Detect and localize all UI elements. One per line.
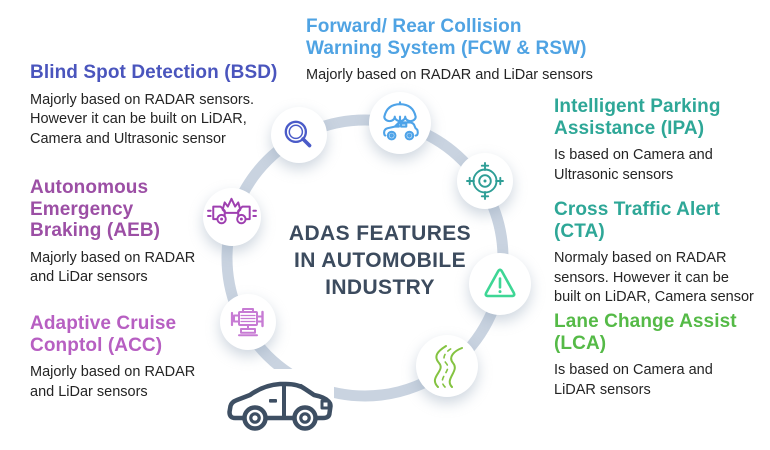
winding-road-icon [433,345,463,388]
car-collision-icon [207,197,257,225]
feature-cta-desc: Normaly based on RADAR sensors. However … [554,250,754,305]
warning-triangle-icon [484,268,516,298]
crosshair-icon [466,162,504,200]
cta-node [469,253,531,315]
feature-ipa-heading: Intelligent Parking Assistance (IPA) [554,96,721,139]
feature-aeb-desc: Majorly based on RADAR and LiDar sensors [30,249,196,286]
feature-ipa: Intelligent Parking Assistance (IPA) Is … [554,96,766,185]
lca-node [416,335,478,397]
feature-aeb: Autonomous Emergency Braking (AEB) Major… [30,177,240,288]
feature-acc: Adaptive Cruise Conptol (ACC) Majorly ba… [30,313,240,402]
feature-fcw-heading: Forward/ Rear Collision Warning System (… [306,16,587,59]
acc-node [220,294,276,350]
feature-lca-desc: Is based on Camera and LiDAR sensors [554,362,713,398]
diagram-title: ADAS FEATURES IN AUTOMOBILE INDUSTRY [288,222,472,299]
engine-icon [230,308,264,337]
car-node [222,372,340,432]
bsd-node [271,107,327,163]
feature-acc-heading: Adaptive Cruise Conptol (ACC) [30,313,177,356]
feature-ipa-desc: Is based on Camera and Ultrasonic sensor… [554,147,713,183]
feature-bsd: Blind Spot Detection (BSD) Majorly based… [30,62,280,149]
feature-aeb-heading: Autonomous Emergency Braking (AEB) [30,177,161,241]
ipa-node [457,153,513,209]
feature-lca: Lane Change Assist (LCA) Is based on Cam… [554,311,759,400]
aeb-node [203,188,261,246]
feature-bsd-desc: Majorly based on RADAR sensors. However … [30,91,255,147]
car-icon [227,381,333,431]
feature-bsd-heading: Blind Spot Detection (BSD) [30,62,278,83]
feature-cta: Cross Traffic Alert (CTA) Normaly based … [554,199,770,308]
umbrella-car-icon [383,101,419,141]
magnifier-icon [284,120,312,148]
feature-lca-heading: Lane Change Assist (LCA) [554,311,737,354]
feature-acc-desc: Majorly based on RADAR and LiDar sensors [30,364,196,400]
feature-cta-heading: Cross Traffic Alert (CTA) [554,199,720,242]
feature-fcw-desc: Majorly based on RADAR and LiDar sensors [306,67,593,83]
fcw-node [369,92,431,154]
feature-fcw: Forward/ Rear Collision Warning System (… [306,16,606,86]
